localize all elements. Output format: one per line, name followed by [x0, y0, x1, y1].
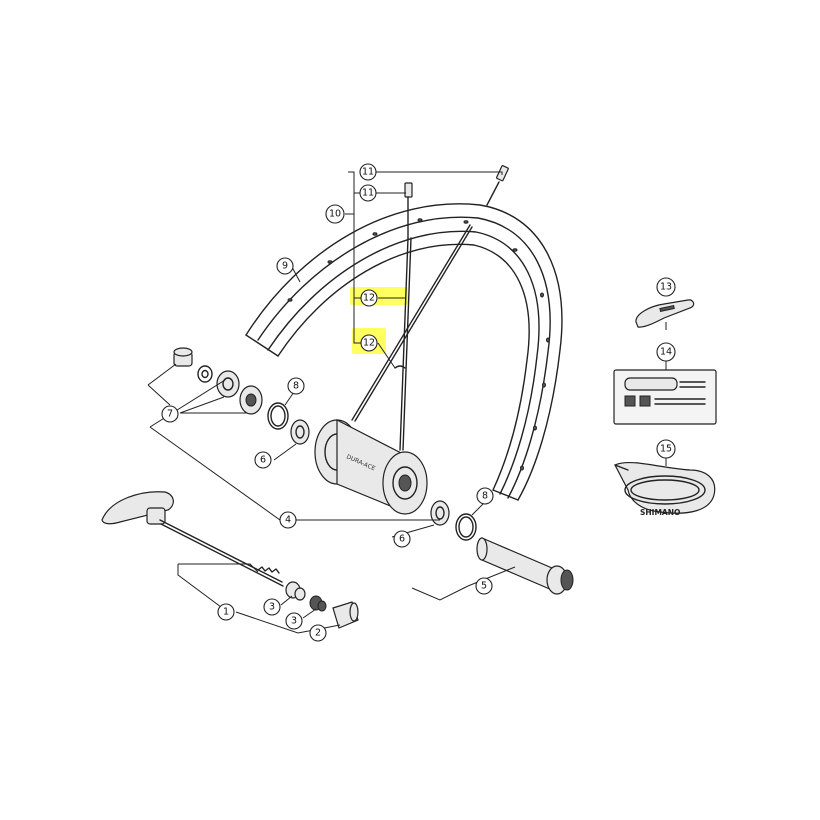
hub-body: DURA-ACE [314, 419, 428, 515]
callout-12b: 12 [360, 334, 378, 352]
svg-text:6: 6 [260, 455, 266, 466]
svg-text:13: 13 [660, 282, 672, 293]
svg-text:15: 15 [660, 444, 672, 455]
quick-release-rod [159, 519, 284, 587]
callout-9: 9 [276, 257, 294, 275]
rim [245, 203, 563, 501]
callout-3a: 3 [263, 598, 281, 616]
conical-spring-b [309, 595, 327, 612]
callout-4: 4 [279, 511, 297, 529]
hub-axle [476, 537, 574, 595]
callout-12a: 12 [360, 289, 378, 307]
svg-text:8: 8 [482, 491, 488, 502]
callout-7: 7 [161, 405, 179, 423]
svg-text:12: 12 [363, 338, 375, 349]
spoke-wrench [635, 299, 695, 328]
callout-10: 10 [325, 204, 345, 224]
callout-6b: 6 [393, 530, 411, 548]
rim-tape-brand-text: SHIMANO [640, 508, 680, 517]
svg-text:7: 7 [167, 409, 173, 420]
svg-text:8: 8 [293, 381, 299, 392]
svg-text:5: 5 [481, 581, 487, 592]
highlight-marker-upper [350, 287, 408, 305]
svg-text:3: 3 [269, 602, 275, 613]
spoke-nipple-upper [404, 182, 413, 239]
callout-14: 14 [656, 342, 676, 362]
svg-text:2: 2 [315, 628, 321, 639]
callout-5: 5 [475, 577, 493, 595]
bearing-right [430, 500, 450, 526]
svg-text:6: 6 [399, 534, 405, 545]
callout-15: 15 [656, 439, 676, 459]
callout-8b: 8 [476, 487, 494, 505]
cone [216, 370, 240, 398]
callout-11a: 11 [359, 163, 377, 181]
seal-ring-right [455, 513, 477, 541]
callout-1: 1 [217, 603, 235, 621]
callout-8a: 8 [287, 377, 305, 395]
quick-release-lever [101, 491, 174, 525]
svg-text:9: 9 [282, 261, 288, 272]
rim-tape: SHIMANO [614, 461, 716, 517]
svg-text:11: 11 [362, 167, 374, 178]
svg-text:1: 1 [223, 607, 229, 618]
callout-3b: 3 [285, 612, 303, 630]
warning-label [613, 369, 717, 425]
spokes [351, 224, 473, 451]
lock-nut [173, 347, 193, 367]
washer-small [197, 365, 213, 383]
bearing-cup [239, 385, 263, 415]
seal-ring-left [267, 402, 289, 430]
leader-lines [147, 171, 667, 634]
callout-6a: 6 [254, 451, 272, 469]
conical-spring-a [285, 581, 306, 601]
bearing-left [290, 419, 310, 445]
svg-text:14: 14 [660, 347, 672, 358]
callout-2: 2 [309, 624, 327, 642]
svg-text:12: 12 [363, 293, 375, 304]
svg-text:4: 4 [285, 515, 291, 526]
svg-text:10: 10 [329, 209, 341, 220]
svg-text:3: 3 [291, 616, 297, 627]
spoke-nipple-right [486, 165, 509, 206]
callout-11b: 11 [359, 184, 377, 202]
adjusting-nut [332, 601, 359, 629]
svg-text:11: 11 [362, 188, 374, 199]
callout-13: 13 [656, 277, 676, 297]
